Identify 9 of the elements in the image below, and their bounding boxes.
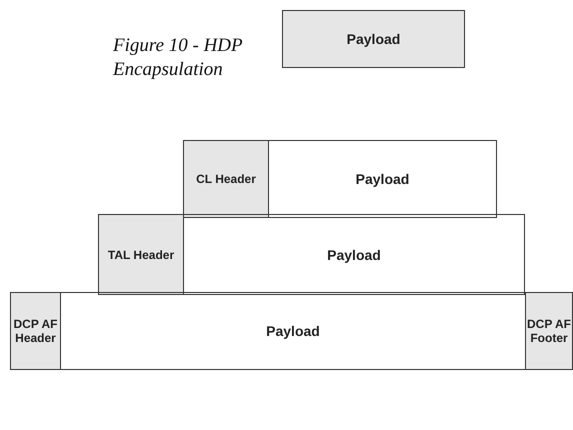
header-field: TAL Header [98, 214, 184, 295]
figure-title: Figure 10 - HDP Encapsulation [113, 34, 244, 82]
header-field: DCP AF Footer [525, 292, 573, 370]
payload-field: Payload [183, 214, 525, 295]
payload-field: Payload [268, 140, 497, 218]
payload-field: Payload [60, 292, 526, 370]
header-field: CL Header [183, 140, 269, 218]
header-field: Payload [282, 10, 465, 68]
header-field: DCP AF Header [10, 292, 61, 370]
